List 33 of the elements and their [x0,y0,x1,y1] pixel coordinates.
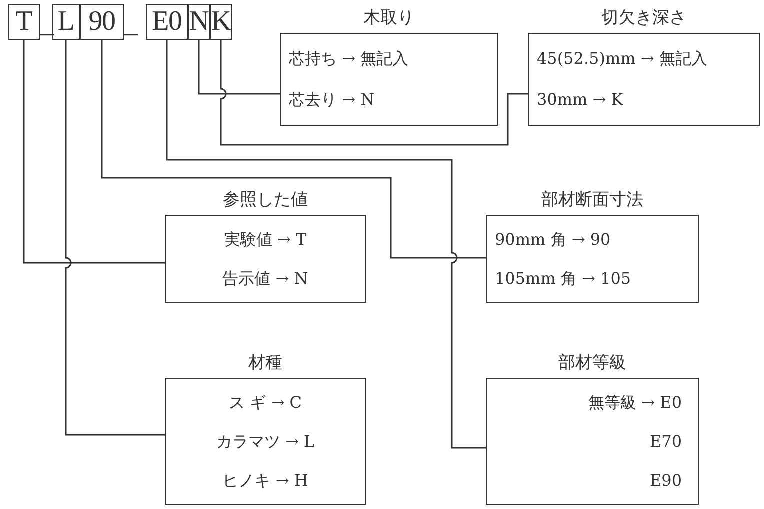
code-letter-box: E0 [146,4,188,40]
table-row-text: 実験値 → T [223,228,308,250]
code-letter-box: 90 [80,4,124,40]
table-row-text: ヒノキ → H [222,470,310,492]
connector-line [23,40,165,264]
code-letter-box: K [210,4,232,40]
code-letter-box: T [8,4,40,40]
table-row-text: ス ギ → C [228,392,303,414]
box-heading: 切欠き深さ [602,7,686,30]
table-row-text: 無等級 → E0 [588,392,683,414]
box-heading: 部材等級 [558,352,626,375]
table-row-text: カラマツ → L [215,430,316,452]
table-row-text: 30mm → K [536,89,624,112]
connector-line [101,40,486,259]
table-row-text: 90mm 角 → 90 [494,228,612,250]
connector-line [65,40,165,436]
table-row-text: 芯去り → N [288,89,376,112]
table-row-text: 芯持ち → 無記入 [288,48,410,70]
connector-line [166,40,486,449]
box-heading: 木取り [364,7,414,30]
code-letter-box: N [188,4,210,40]
separator-underscore: _ [124,10,138,38]
code-letter-box: L [52,4,80,40]
table-row-text: E90 [648,470,683,492]
table-row-text: E70 [648,430,683,452]
box-heading: 参照した値 [223,189,308,212]
box-heading: 部材断面寸法 [542,189,644,212]
table-row-text: 告示値 → N [222,268,310,290]
box-heading: 材種 [248,352,282,375]
table-row-text: 45(52.5)mm → 無記入 [536,48,708,70]
connector-line [198,40,280,95]
table-row-text: 105mm 角 → 105 [494,268,632,290]
connector-line [220,40,528,146]
